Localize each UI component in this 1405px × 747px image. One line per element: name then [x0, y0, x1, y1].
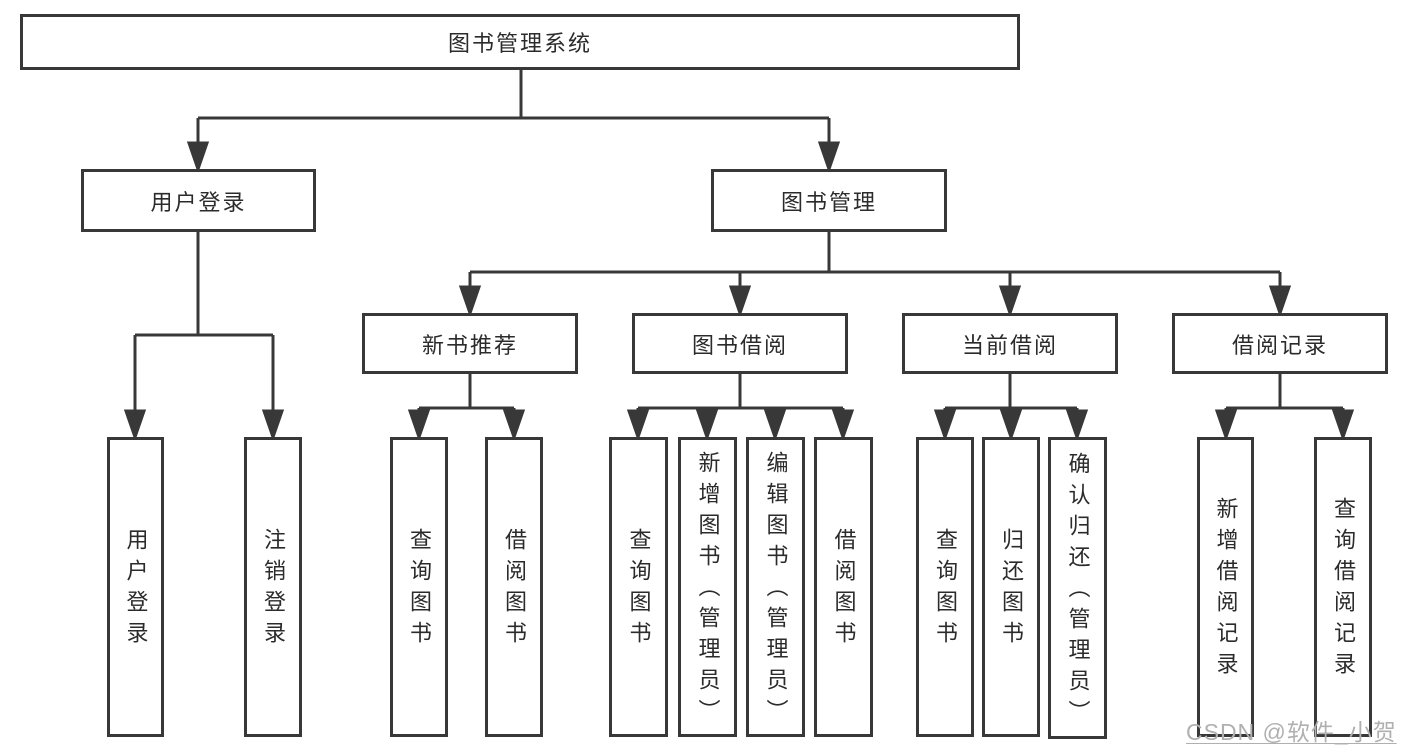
arrowhead-leaf-logout [261, 409, 285, 442]
leaf-bb-add-book-admin: 新增图书（管理员） [678, 437, 737, 737]
arrowhead-bb-borrow-book [831, 409, 855, 442]
arrowhead-leaf-user-login [123, 409, 147, 442]
node-current-borrow: 当前借阅 [902, 313, 1118, 374]
leaf-bb-edit-book-admin: 编辑图书（管理员） [746, 437, 805, 737]
connector-book-borrow-children [626, 373, 855, 442]
node-book-management: 图书管理 [711, 169, 947, 232]
node-user-login: 用户登录 [81, 169, 316, 232]
csdn-watermark: CSDN @软件_小贺同学 [1186, 719, 1397, 745]
arrowhead-cb-confirm-return [1065, 409, 1089, 442]
leaf-br-add-record: 新增借阅记录 [1197, 437, 1254, 737]
arrowhead-bb-add-book [695, 409, 719, 442]
arrowhead-br-add-record [1214, 409, 1238, 442]
arrowhead-book-management [817, 141, 841, 174]
leaf-logout: 注销登录 [244, 437, 302, 737]
connector-book-management-children [458, 232, 1292, 318]
leaf-bb-query-book: 查询图书 [609, 437, 668, 737]
leaf-cb-confirm-return-admin: 确认归还（管理员） [1048, 437, 1107, 739]
arrowhead-current-borrow [998, 285, 1022, 318]
arrowhead-cb-return-book [999, 409, 1023, 442]
connector-borrow-record-children [1214, 373, 1355, 442]
node-borrow-record: 借阅记录 [1172, 313, 1388, 374]
node-root-library-system: 图书管理系统 [20, 14, 1020, 70]
arrowhead-bb-edit-book [763, 409, 787, 442]
arrowhead-bb-query-book [626, 409, 650, 442]
leaf-cb-return-book: 归还图书 [982, 437, 1040, 737]
leaf-cb-query-book: 查询图书 [916, 437, 974, 737]
arrowhead-nbr-borrow-book [502, 409, 526, 442]
arrowhead-br-query-record [1331, 409, 1355, 442]
arrowhead-user-login [186, 141, 210, 174]
arrowhead-borrow-record [1268, 285, 1292, 318]
arrowhead-book-borrow [728, 285, 752, 318]
node-book-borrow: 图书借阅 [632, 313, 848, 374]
leaf-bb-borrow-book: 借阅图书 [814, 437, 873, 737]
arrowhead-cb-query-book [933, 409, 957, 442]
arrowhead-nbr-query-book [407, 409, 431, 442]
leaf-br-query-record: 查询借阅记录 [1314, 437, 1372, 737]
leaf-nbr-query-book: 查询图书 [390, 437, 448, 737]
connector-current-borrow-children [933, 373, 1089, 442]
arrowhead-new-book-recommend [458, 285, 482, 318]
connector-new-book-recommend-children [407, 373, 526, 442]
node-new-book-recommend: 新书推荐 [362, 313, 578, 374]
connector-user-login-children [123, 232, 285, 442]
leaf-user-login: 用户登录 [107, 437, 164, 737]
leaf-nbr-borrow-book: 借阅图书 [485, 437, 543, 737]
connector-root-to-level2 [186, 70, 841, 174]
